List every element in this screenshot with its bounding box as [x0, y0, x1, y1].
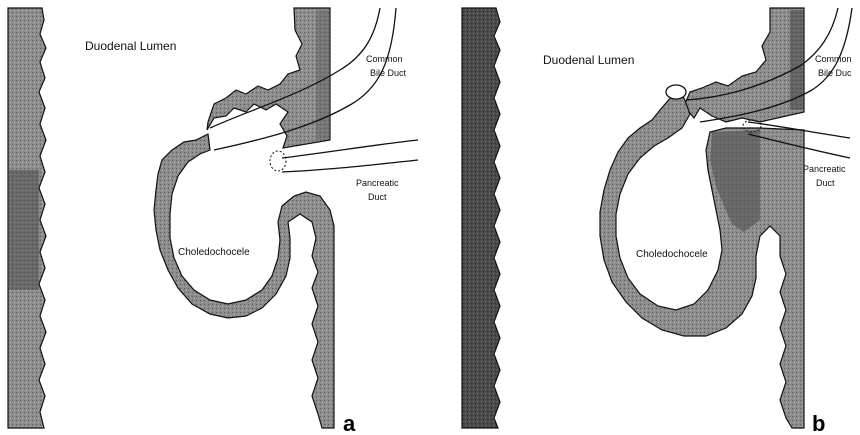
panel-letter-a: a — [343, 411, 356, 435]
panel-b: Duodenal Lumen Common Bile Duc Pancreati… — [462, 8, 852, 435]
choledochocele-wall — [154, 134, 334, 428]
pancreatic-duct-label-line1: Pancreatic — [356, 178, 399, 188]
common-bile-duct-label-line1-b: Common — [815, 54, 852, 64]
choledochocele-label-b: Choledochocele — [636, 249, 708, 260]
pancreatic-duct-label-line2-b: Duct — [816, 178, 835, 188]
panel-letter-b: b — [812, 411, 825, 435]
wall-shading — [9, 170, 39, 290]
common-bile-duct-label-line1: Common — [366, 54, 403, 64]
choledochocele-wall-b — [600, 96, 804, 428]
pancreatic-duct-label-line2: Duct — [368, 192, 387, 202]
ampulla-junction — [270, 151, 286, 171]
pancreatic-duct-label-line1-b: Pancreatic — [803, 164, 846, 174]
choledochocele-opening — [666, 85, 686, 99]
right-wall-upper-b — [684, 8, 804, 122]
common-bile-duct-label-line2: Bile Duct — [370, 68, 407, 78]
choledochocele-label: Choledochocele — [178, 247, 250, 258]
common-bile-duct-label-line2-b: Bile Duc — [818, 68, 852, 78]
panel-a: Duodenal Lumen Common Bile Duct Pancreat… — [8, 8, 418, 435]
left-duodenal-wall-b — [462, 8, 500, 428]
right-wall-upper — [207, 8, 330, 148]
duodenal-lumen-label: Duodenal Lumen — [85, 39, 176, 53]
duodenal-lumen-label-b: Duodenal Lumen — [543, 53, 634, 67]
